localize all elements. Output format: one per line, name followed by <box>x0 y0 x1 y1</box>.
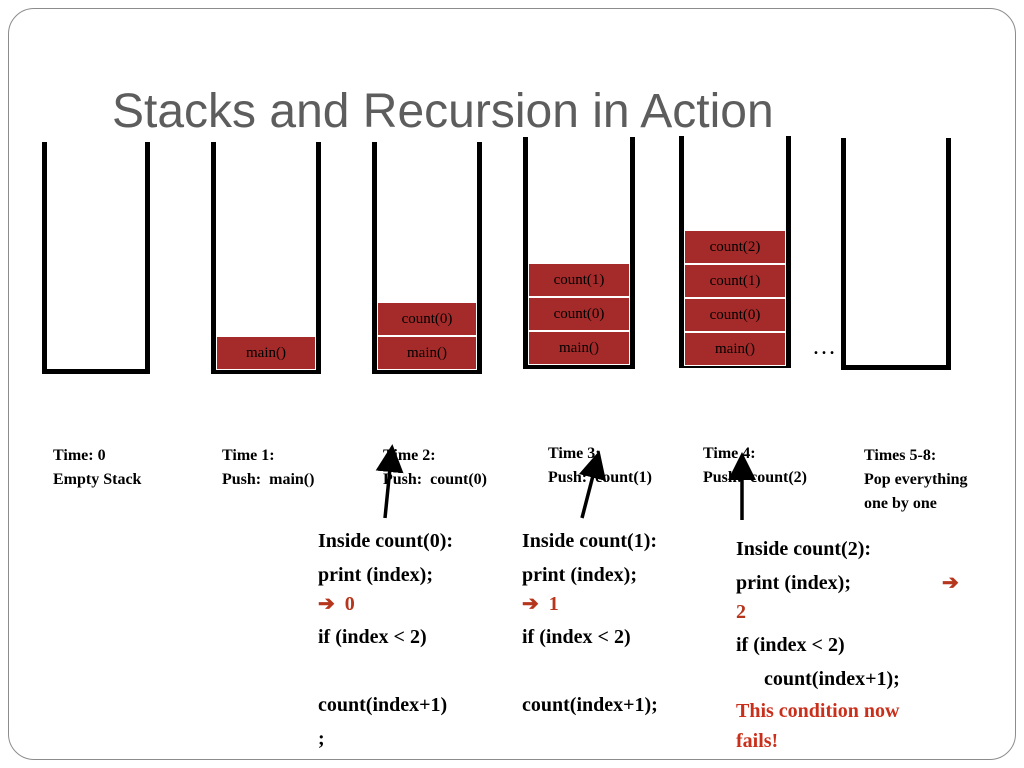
stack-time-0 <box>42 142 150 374</box>
slide-frame <box>8 8 1016 760</box>
code-output: 2 <box>736 601 746 623</box>
stack-frame: count(2) <box>684 230 786 264</box>
stack-frame: main() <box>684 332 786 366</box>
stack-time-4: count(2) count(1) count(0) main() <box>679 136 791 368</box>
time-label-1: Time 1:Push: main() <box>222 447 315 488</box>
code-output: ➔ 1 <box>522 593 559 615</box>
warning-text: This condition now <box>736 700 900 722</box>
stack-time-3: count(1) count(0) main() <box>523 137 635 369</box>
stack-frame: main() <box>528 331 630 365</box>
code-call: count(index+1) <box>318 694 448 716</box>
code-block-count-2: Inside count(2): print (index);➔ 2 if (i… <box>736 532 976 756</box>
code-block-count-0: Inside count(0): print (index); ➔ 0 if (… <box>318 524 453 756</box>
ellipsis: … <box>812 334 836 360</box>
arrow-right-icon: ➔ <box>942 572 959 594</box>
pointer-arrow-time-3 <box>578 450 607 519</box>
code-output: ➔ 0 <box>318 593 355 615</box>
stack-time-2: count(0) main() <box>372 142 482 374</box>
stack-frame: count(1) <box>528 263 630 297</box>
arrow-right-icon: ➔ <box>522 593 539 615</box>
stack-frame: count(1) <box>684 264 786 298</box>
code-print: print (index);➔ <box>736 566 976 600</box>
stack-frame: count(0) <box>528 297 630 331</box>
code-condition: if (index < 2) <box>318 626 427 648</box>
arrow-right-icon: ➔ <box>318 593 335 615</box>
code-heading: Inside count(0): <box>318 530 454 552</box>
stack-frame: main() <box>377 336 477 370</box>
code-condition: if (index < 2) <box>522 626 631 648</box>
code-call: count(index+1); <box>522 694 658 716</box>
code-call-semicolon: ; <box>318 728 325 750</box>
stack-frame: count(0) <box>684 298 786 332</box>
code-condition: if (index < 2) <box>736 634 845 656</box>
code-heading: Inside count(1): <box>522 530 658 552</box>
stack-time-5-8 <box>841 138 951 370</box>
warning-text-continued: fails! <box>736 730 779 752</box>
code-block-count-1: Inside count(1): print (index); ➔ 1 if (… <box>522 524 658 722</box>
code-call: count(index+1); <box>764 668 900 690</box>
slide-title: Stacks and Recursion in Action <box>112 85 774 138</box>
pointer-arrow-time-2 <box>375 444 404 519</box>
stack-frame: main() <box>216 336 316 370</box>
stack-frame: count(0) <box>377 302 477 336</box>
stack-time-1: main() <box>211 142 321 374</box>
code-heading: Inside count(2): <box>736 538 872 560</box>
code-print: print (index); <box>522 564 637 586</box>
code-print: print (index); <box>318 564 433 586</box>
